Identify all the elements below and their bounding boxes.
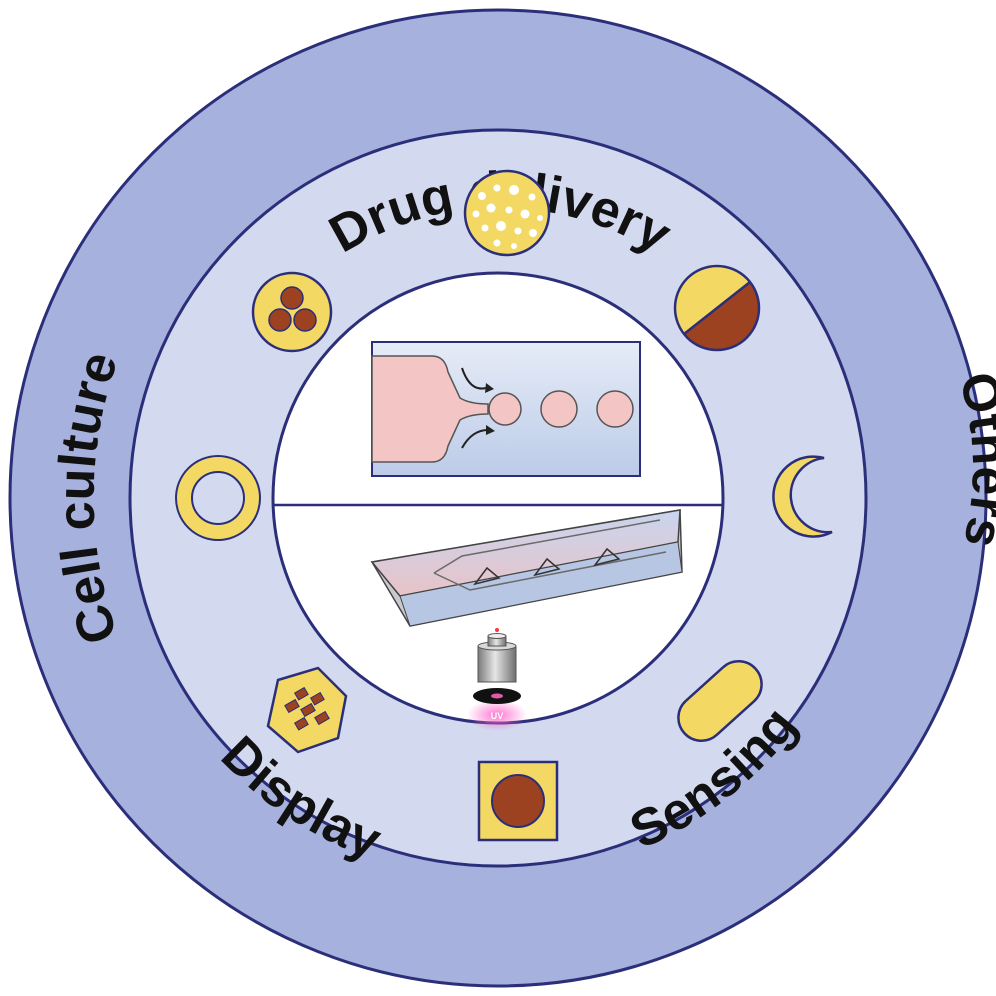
porous-particle-icon [463, 169, 551, 257]
flow-lithography-illustration [370, 509, 683, 627]
ring-particle-icon [175, 455, 261, 541]
uv-label: UV [491, 711, 504, 721]
multi-core-particle-icon [251, 271, 333, 353]
janus-particle-icon [673, 264, 761, 352]
crescent-particle-icon [772, 455, 833, 538]
uv-objective-icon: UV [467, 628, 527, 731]
rod-particle-icon [677, 660, 763, 742]
square-core-particle-icon [477, 760, 559, 842]
hexagon-particle-icon [266, 666, 348, 754]
droplet-generator-illustration [371, 341, 641, 477]
